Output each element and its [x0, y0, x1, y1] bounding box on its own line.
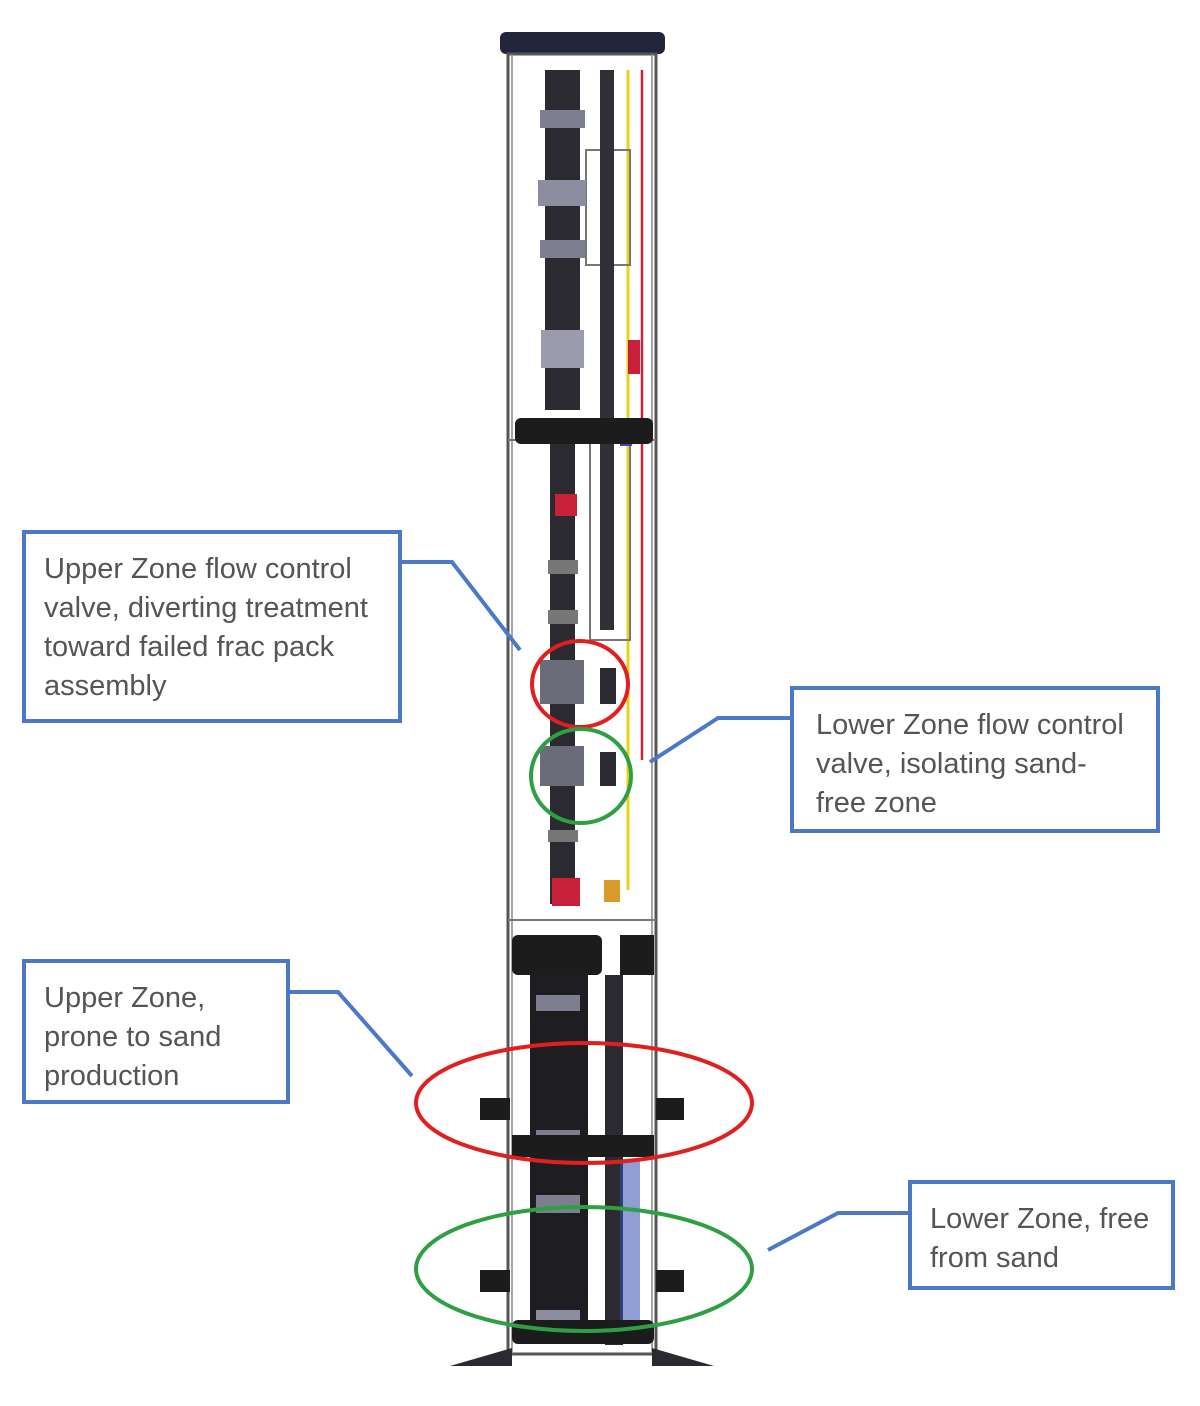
bottom-slips: [450, 1348, 714, 1366]
lower-valve-highlight-circle: [529, 727, 633, 825]
lower-zone-callout: Lower Zone, free from sand: [908, 1180, 1175, 1290]
packer-elements: [480, 1098, 684, 1292]
lower-zone-valve-callout: Lower Zone flow control valve, isolating…: [790, 686, 1160, 833]
upper-zone-callout: Upper Zone, prone to sand production: [22, 959, 290, 1104]
lower-valve-leader-line: [648, 716, 790, 764]
upper-valve-leader-line: [402, 560, 522, 652]
upper-zone-highlight-ellipse: [414, 1041, 754, 1165]
upper-valve-highlight-circle: [530, 639, 630, 729]
lower-zone-highlight-ellipse: [414, 1205, 754, 1333]
upper-zone-valve-callout: Upper Zone flow control valve, diverting…: [22, 530, 402, 723]
upper-zone-leader-line: [290, 990, 414, 1078]
lower-zone-leader-line: [767, 1211, 908, 1252]
tubing-string: [512, 70, 654, 1345]
